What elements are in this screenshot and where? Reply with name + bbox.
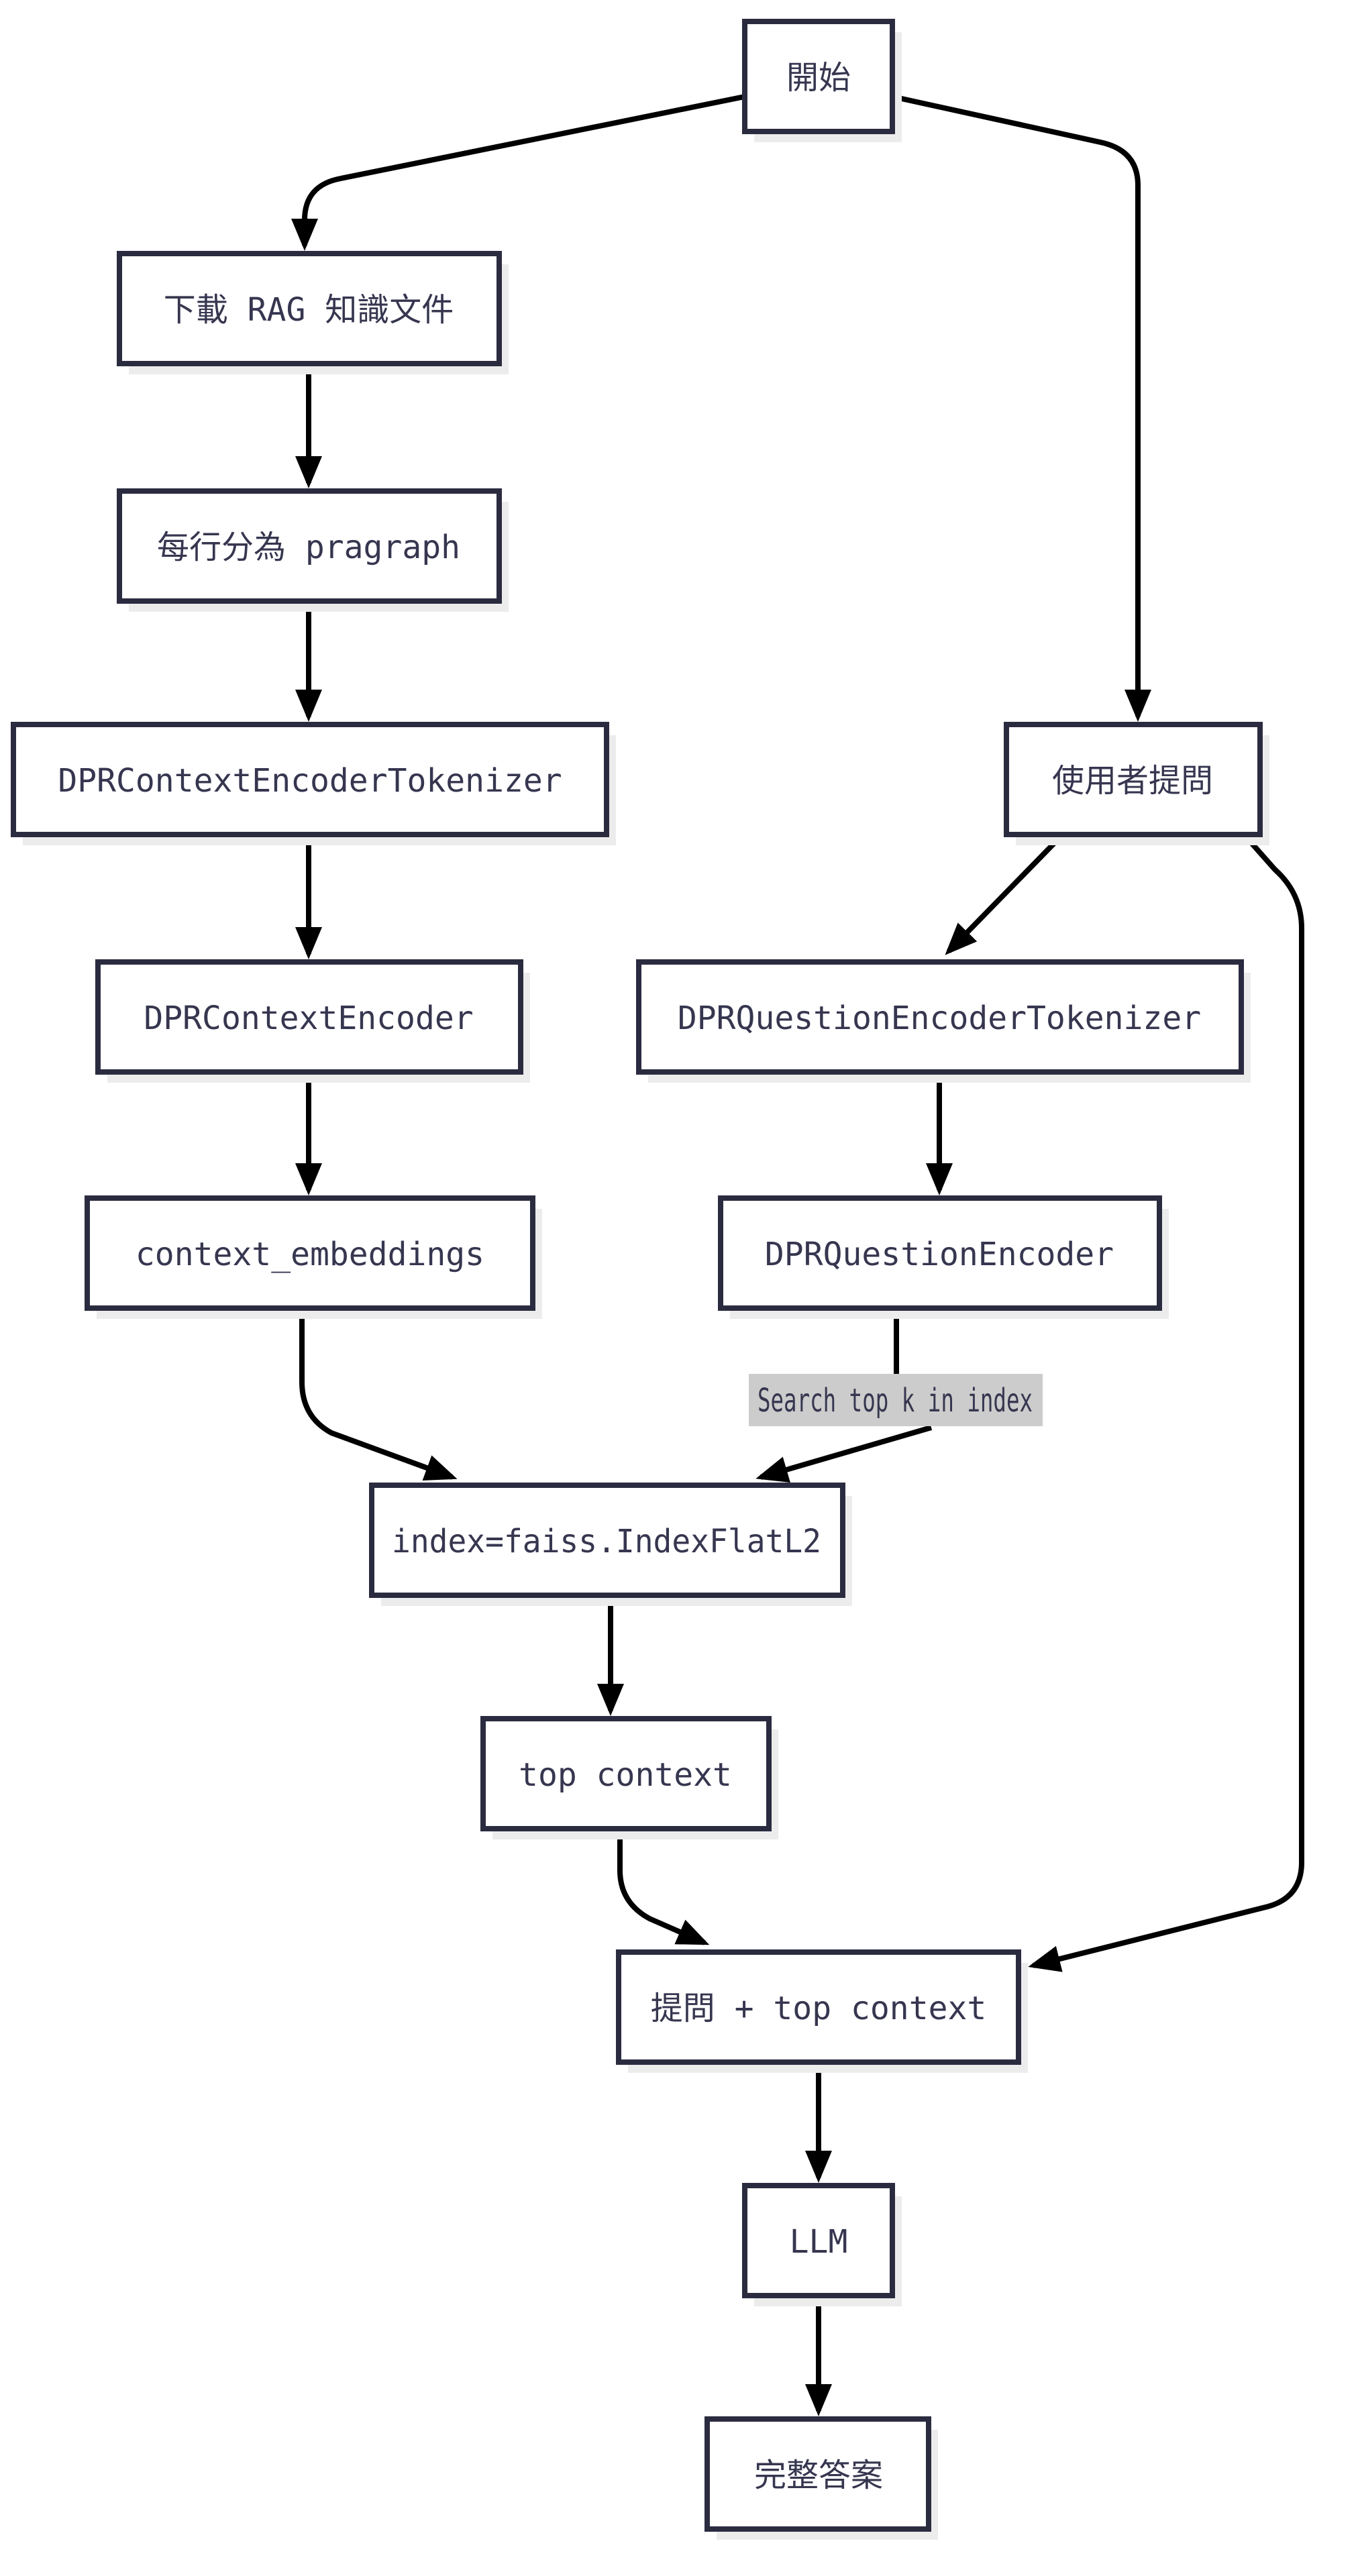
node-label: 每行分為 pragraph	[157, 529, 460, 566]
edge-start-to-download	[291, 94, 745, 251]
node-box	[117, 488, 502, 604]
edge-user-question-to-combine	[1028, 833, 1304, 1972]
edge-label-search-top-k: Search top k in index	[749, 1374, 1043, 1426]
node-label: 開始	[786, 59, 851, 97]
edge-start-to-user-question	[892, 94, 1151, 722]
node-label: index=faiss.IndexFlatL2	[392, 1523, 821, 1560]
node-label: LLM	[790, 2223, 848, 2261]
node-box	[1004, 722, 1263, 837]
node-ctx-tokenizer: DPRContextEncoderTokenizer	[11, 722, 616, 845]
node-label: DPRContextEncoder	[144, 1000, 473, 1037]
node-label: 使用者提問	[1052, 762, 1213, 800]
edge-top-context-to-combine	[617, 1829, 710, 1945]
node-label: DPRContextEncoderTokenizer	[58, 762, 562, 800]
node-box	[616, 1949, 1021, 2065]
node-box	[704, 2416, 931, 2532]
edge-user-question-to-q-tokenizer	[945, 835, 1062, 955]
edge-label-text: Search top k in index	[758, 1382, 1033, 1419]
node-box	[369, 1483, 845, 1598]
edges	[291, 94, 1304, 2416]
node-split-paragraph: 每行分為 pragraph	[117, 488, 509, 612]
node-user-question: 使用者提問	[1004, 722, 1269, 845]
edge-search-label-to-index	[755, 1425, 933, 1483]
node-label: 完整答案	[754, 2457, 883, 2494]
edge-ctx-embeddings-to-index	[299, 1308, 458, 1481]
node-download-rag: 下載 RAG 知識文件	[117, 251, 509, 374]
node-ctx-encoder: DPRContextEncoder	[95, 959, 530, 1083]
node-box	[718, 1195, 1162, 1311]
node-q-tokenizer: DPRQuestionEncoderTokenizer	[636, 959, 1251, 1083]
node-box	[742, 2183, 895, 2298]
node-q-encoder: DPRQuestionEncoder	[718, 1195, 1169, 1319]
node-box	[11, 722, 609, 837]
node-label: top context	[519, 1756, 732, 1794]
node-answer: 完整答案	[704, 2416, 938, 2540]
node-label: DPRQuestionEncoderTokenizer	[678, 1000, 1201, 1037]
node-question-plus-context: 提問 + top context	[616, 1949, 1028, 2073]
node-llm: LLM	[742, 2183, 902, 2306]
node-box	[480, 1716, 772, 1831]
node-label: context_embeddings	[136, 1236, 484, 1273]
node-ctx-embeddings: context_embeddings	[85, 1195, 542, 1319]
node-start: 開始	[742, 19, 902, 142]
node-label: 下載 RAG 知識文件	[164, 291, 454, 329]
node-label: DPRQuestionEncoder	[765, 1236, 1114, 1273]
node-box	[742, 19, 895, 134]
node-box	[117, 251, 502, 366]
node-top-context: top context	[480, 1716, 778, 1839]
node-box	[95, 959, 523, 1075]
edge-label-background	[749, 1374, 1043, 1426]
node-index-flatl2: index=faiss.IndexFlatL2	[369, 1483, 852, 1606]
node-box	[85, 1195, 535, 1311]
node-box	[636, 959, 1244, 1075]
node-label: 提問 + top context	[651, 1990, 987, 2027]
